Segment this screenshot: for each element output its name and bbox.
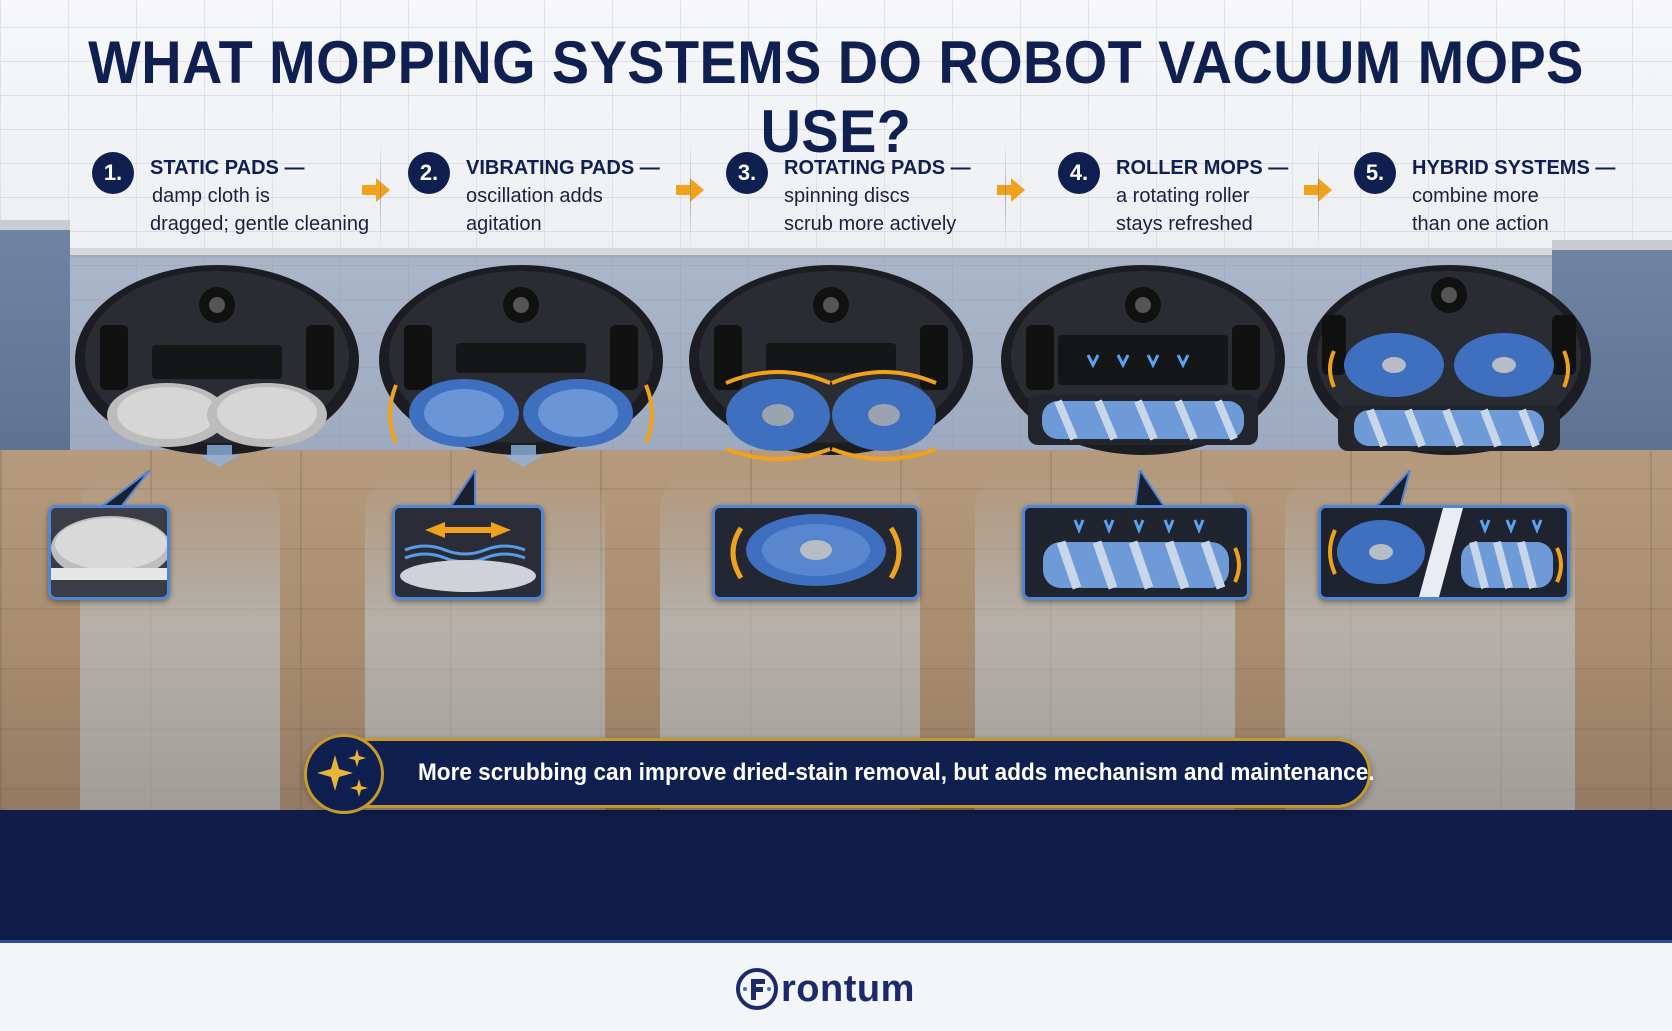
hybrid-mop-robot-icon — [1307, 265, 1591, 455]
step-text: VIBRATING PADS — oscillation adds agitat… — [466, 154, 696, 238]
roller-mop-robot-icon — [1001, 265, 1285, 455]
step-number: 3. — [726, 152, 768, 194]
step-heading: STATIC PADS — — [150, 157, 305, 179]
step-line-1: spinning discs — [784, 185, 910, 207]
page-title: WHAT MOPPING SYSTEMS DO ROBOT VACUUM MOP… — [88, 29, 1584, 165]
step-rotating-pads: 3. ROTATING PADS — spinning discs scrub … — [726, 150, 1006, 240]
rotating-pad-closeup — [712, 505, 920, 600]
step-line-1: combine more — [1412, 185, 1539, 207]
step-number: 4. — [1058, 152, 1100, 194]
band-divider — [0, 940, 1672, 943]
step-heading: HYBRID SYSTEMS — — [1412, 157, 1616, 179]
step-text: STATIC PADS — damp cloth is dragged; gen… — [150, 154, 380, 238]
countertop — [0, 248, 1672, 258]
callout-pointer — [97, 470, 150, 509]
vibrating-pad-robot-icon — [379, 265, 663, 467]
static-pad-robot-icon — [75, 265, 359, 467]
arrow-right-icon — [997, 178, 1025, 202]
step-text: ROLLER MOPS — a rotating roller stays re… — [1116, 154, 1346, 238]
step-line-2: dragged; gentle cleaning — [150, 213, 370, 235]
tradeoff-callout: More scrubbing can improve dried-stain r… — [304, 734, 1375, 814]
left-cabinet — [0, 220, 70, 460]
rotating-pad-robot-icon — [689, 265, 973, 461]
vibrating-pad-closeup — [392, 505, 544, 600]
step-heading: VIBRATING PADS — — [466, 157, 660, 179]
step-static-pads: 1. STATIC PADS — damp cloth is dragged; … — [92, 150, 382, 240]
sparkle-icon — [317, 749, 368, 797]
arrow-right-icon — [362, 178, 390, 202]
callout-text: More scrubbing can improve dried-stain r… — [418, 759, 1375, 786]
step-line-2: scrub more actively — [784, 213, 957, 235]
divider — [1318, 140, 1319, 250]
step-roller-mops: 4. ROLLER MOPS — a rotating roller stays… — [1058, 150, 1338, 240]
hybrid-mop-closeup — [1318, 505, 1570, 600]
step-number: 5. — [1354, 152, 1396, 194]
bottom-band — [0, 810, 1672, 942]
step-text: ROTATING PADS — spinning discs scrub mor… — [784, 154, 1014, 238]
step-number: 2. — [408, 152, 450, 194]
step-heading: ROTATING PADS — — [784, 157, 971, 179]
divider — [1005, 140, 1006, 250]
step-text: HYBRID SYSTEMS — combine more than one a… — [1412, 154, 1642, 238]
brand-logo[interactable]: rontum — [735, 965, 915, 1013]
step-heading: ROLLER MOPS — — [1116, 157, 1289, 179]
roller-mop-closeup — [1022, 505, 1250, 600]
divider — [690, 140, 691, 250]
divider — [380, 140, 381, 250]
step-line-1: damp cloth is — [152, 185, 270, 207]
brand-name: rontum — [781, 967, 915, 1010]
step-line-1: a rotating roller — [1116, 185, 1250, 207]
step-line-2: stays refreshed — [1116, 213, 1253, 235]
frontum-logo-icon — [736, 968, 778, 1010]
callout-pointer — [448, 470, 476, 509]
callout-badge — [304, 734, 384, 814]
step-line-1: oscillation adds — [466, 185, 603, 207]
footer — [0, 943, 1672, 1031]
step-line-2: agitation — [466, 213, 542, 235]
callout-pointer — [1135, 470, 1167, 509]
step-hybrid-systems: 5. HYBRID SYSTEMS — combine more than on… — [1354, 150, 1654, 240]
static-pad-closeup — [48, 505, 170, 600]
step-vibrating-pads: 2. VIBRATING PADS — oscillation adds agi… — [408, 150, 688, 240]
callout-pointer — [1372, 470, 1411, 509]
step-number: 1. — [92, 152, 134, 194]
step-line-2: than one action — [1412, 213, 1549, 235]
